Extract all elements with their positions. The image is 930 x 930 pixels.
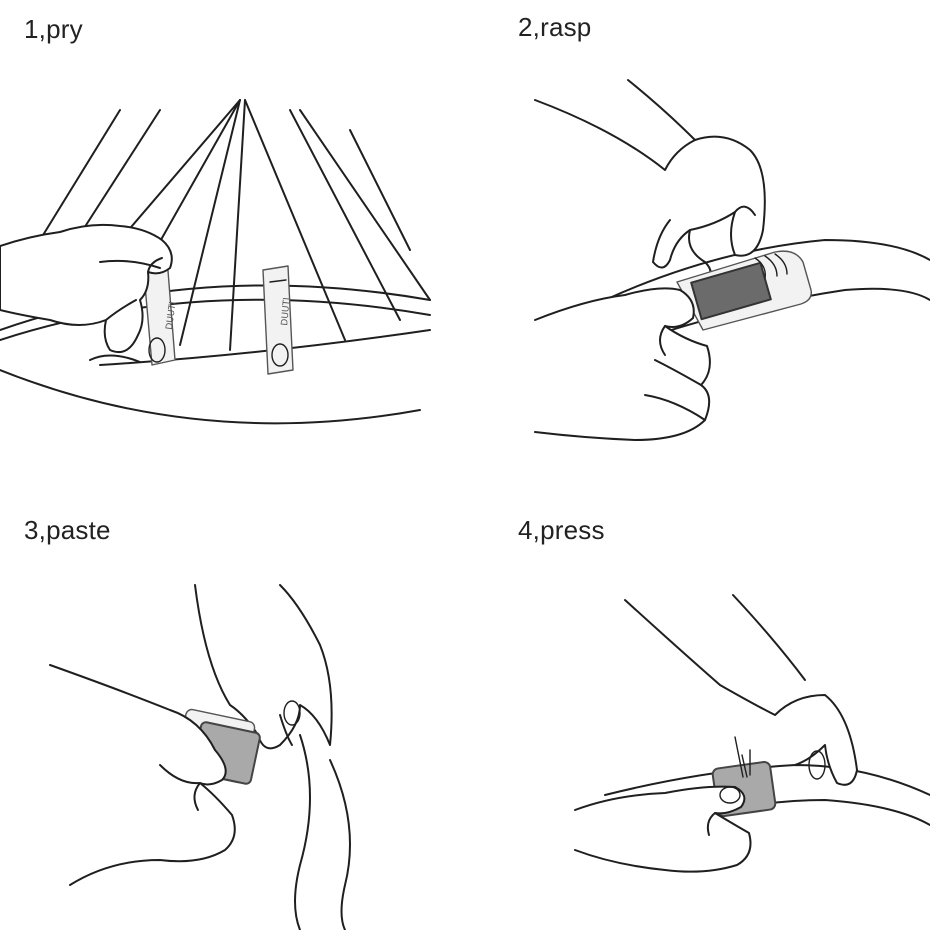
step-paste-panel: 3,paste <box>0 465 465 930</box>
step-rasp-panel: 2,rasp <box>465 0 930 465</box>
wheel-spokes <box>39 99 431 351</box>
press-illustration <box>574 594 930 873</box>
pry-illustration: DUUTI DUUTI <box>0 99 431 425</box>
svg-text:DUUTI: DUUTI <box>165 301 179 330</box>
step-pry-panel: 1,pry DUUTI DUUTI <box>0 0 465 465</box>
paste-illustration <box>49 584 351 930</box>
step-label: 4,press <box>518 515 605 545</box>
rasp-tool <box>676 250 812 331</box>
step-label: 1,pry <box>24 14 83 44</box>
step-label: 2,rasp <box>518 12 592 42</box>
rasp-illustration <box>534 79 930 441</box>
tyre-lever-right: DUUTI <box>262 265 294 375</box>
svg-text:DUUTI: DUUTI <box>280 297 292 326</box>
step-label: 3,paste <box>24 515 111 545</box>
step-press-panel: 4,press <box>465 465 930 930</box>
